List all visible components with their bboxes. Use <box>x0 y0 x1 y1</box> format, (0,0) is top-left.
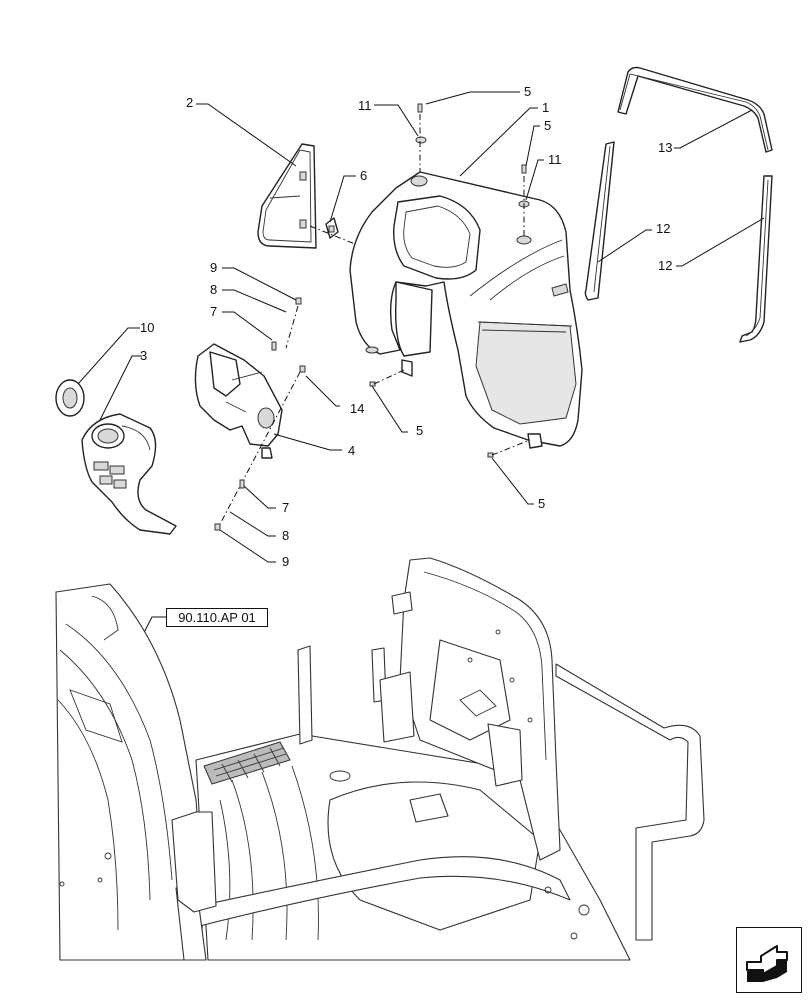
callout-5-b: 5 <box>544 118 551 133</box>
reference-link-label: 90.110.AP 01 <box>178 610 256 625</box>
callout-9-b: 9 <box>282 554 289 569</box>
callout-1: 1 <box>542 100 549 115</box>
callout-3: 3 <box>140 348 147 363</box>
fasteners-top <box>369 103 531 458</box>
reference-link-90-110-ap-01[interactable]: 90.110.AP 01 <box>166 608 268 627</box>
part-6-clip <box>325 217 339 239</box>
part-12-right-seal <box>739 175 773 343</box>
assembly-centerline <box>309 225 361 247</box>
callout-7-a: 7 <box>210 304 217 319</box>
callout-2: 2 <box>186 95 193 110</box>
callout-labels: 2 6 11 5 1 5 11 13 12 12 9 8 7 10 3 14 4… <box>140 84 672 569</box>
callout-7-b: 7 <box>282 500 289 515</box>
part-1-rear-console <box>349 171 583 449</box>
callout-6: 6 <box>360 168 367 183</box>
callout-9-a: 9 <box>210 260 217 275</box>
callout-leaders <box>77 91 765 661</box>
part-10-grommet <box>55 379 85 417</box>
part-12-left-seal <box>584 141 615 301</box>
callout-8-a: 8 <box>210 282 217 297</box>
callout-5-c: 5 <box>416 423 423 438</box>
callout-4: 4 <box>348 443 355 458</box>
next-page-button[interactable] <box>736 927 802 993</box>
fasteners-left <box>214 297 306 531</box>
callout-11-b: 11 <box>548 152 562 167</box>
callout-8-b: 8 <box>282 528 289 543</box>
callout-13: 13 <box>658 140 672 155</box>
part-13-top-seal <box>617 66 773 153</box>
callout-12-a: 12 <box>656 221 670 236</box>
callout-12-b: 12 <box>658 258 672 273</box>
callout-5-a: 5 <box>524 84 531 99</box>
next-page-arrow-icon <box>746 945 788 982</box>
callout-10: 10 <box>140 320 154 335</box>
callout-14: 14 <box>350 401 364 416</box>
part-2-side-glass <box>257 143 317 249</box>
part-3-side-console <box>81 413 177 535</box>
callout-11-a: 11 <box>358 98 372 113</box>
callout-5-d: 5 <box>538 496 545 511</box>
part-4-inner-bracket <box>194 343 283 459</box>
cab-frame-context <box>55 557 705 961</box>
